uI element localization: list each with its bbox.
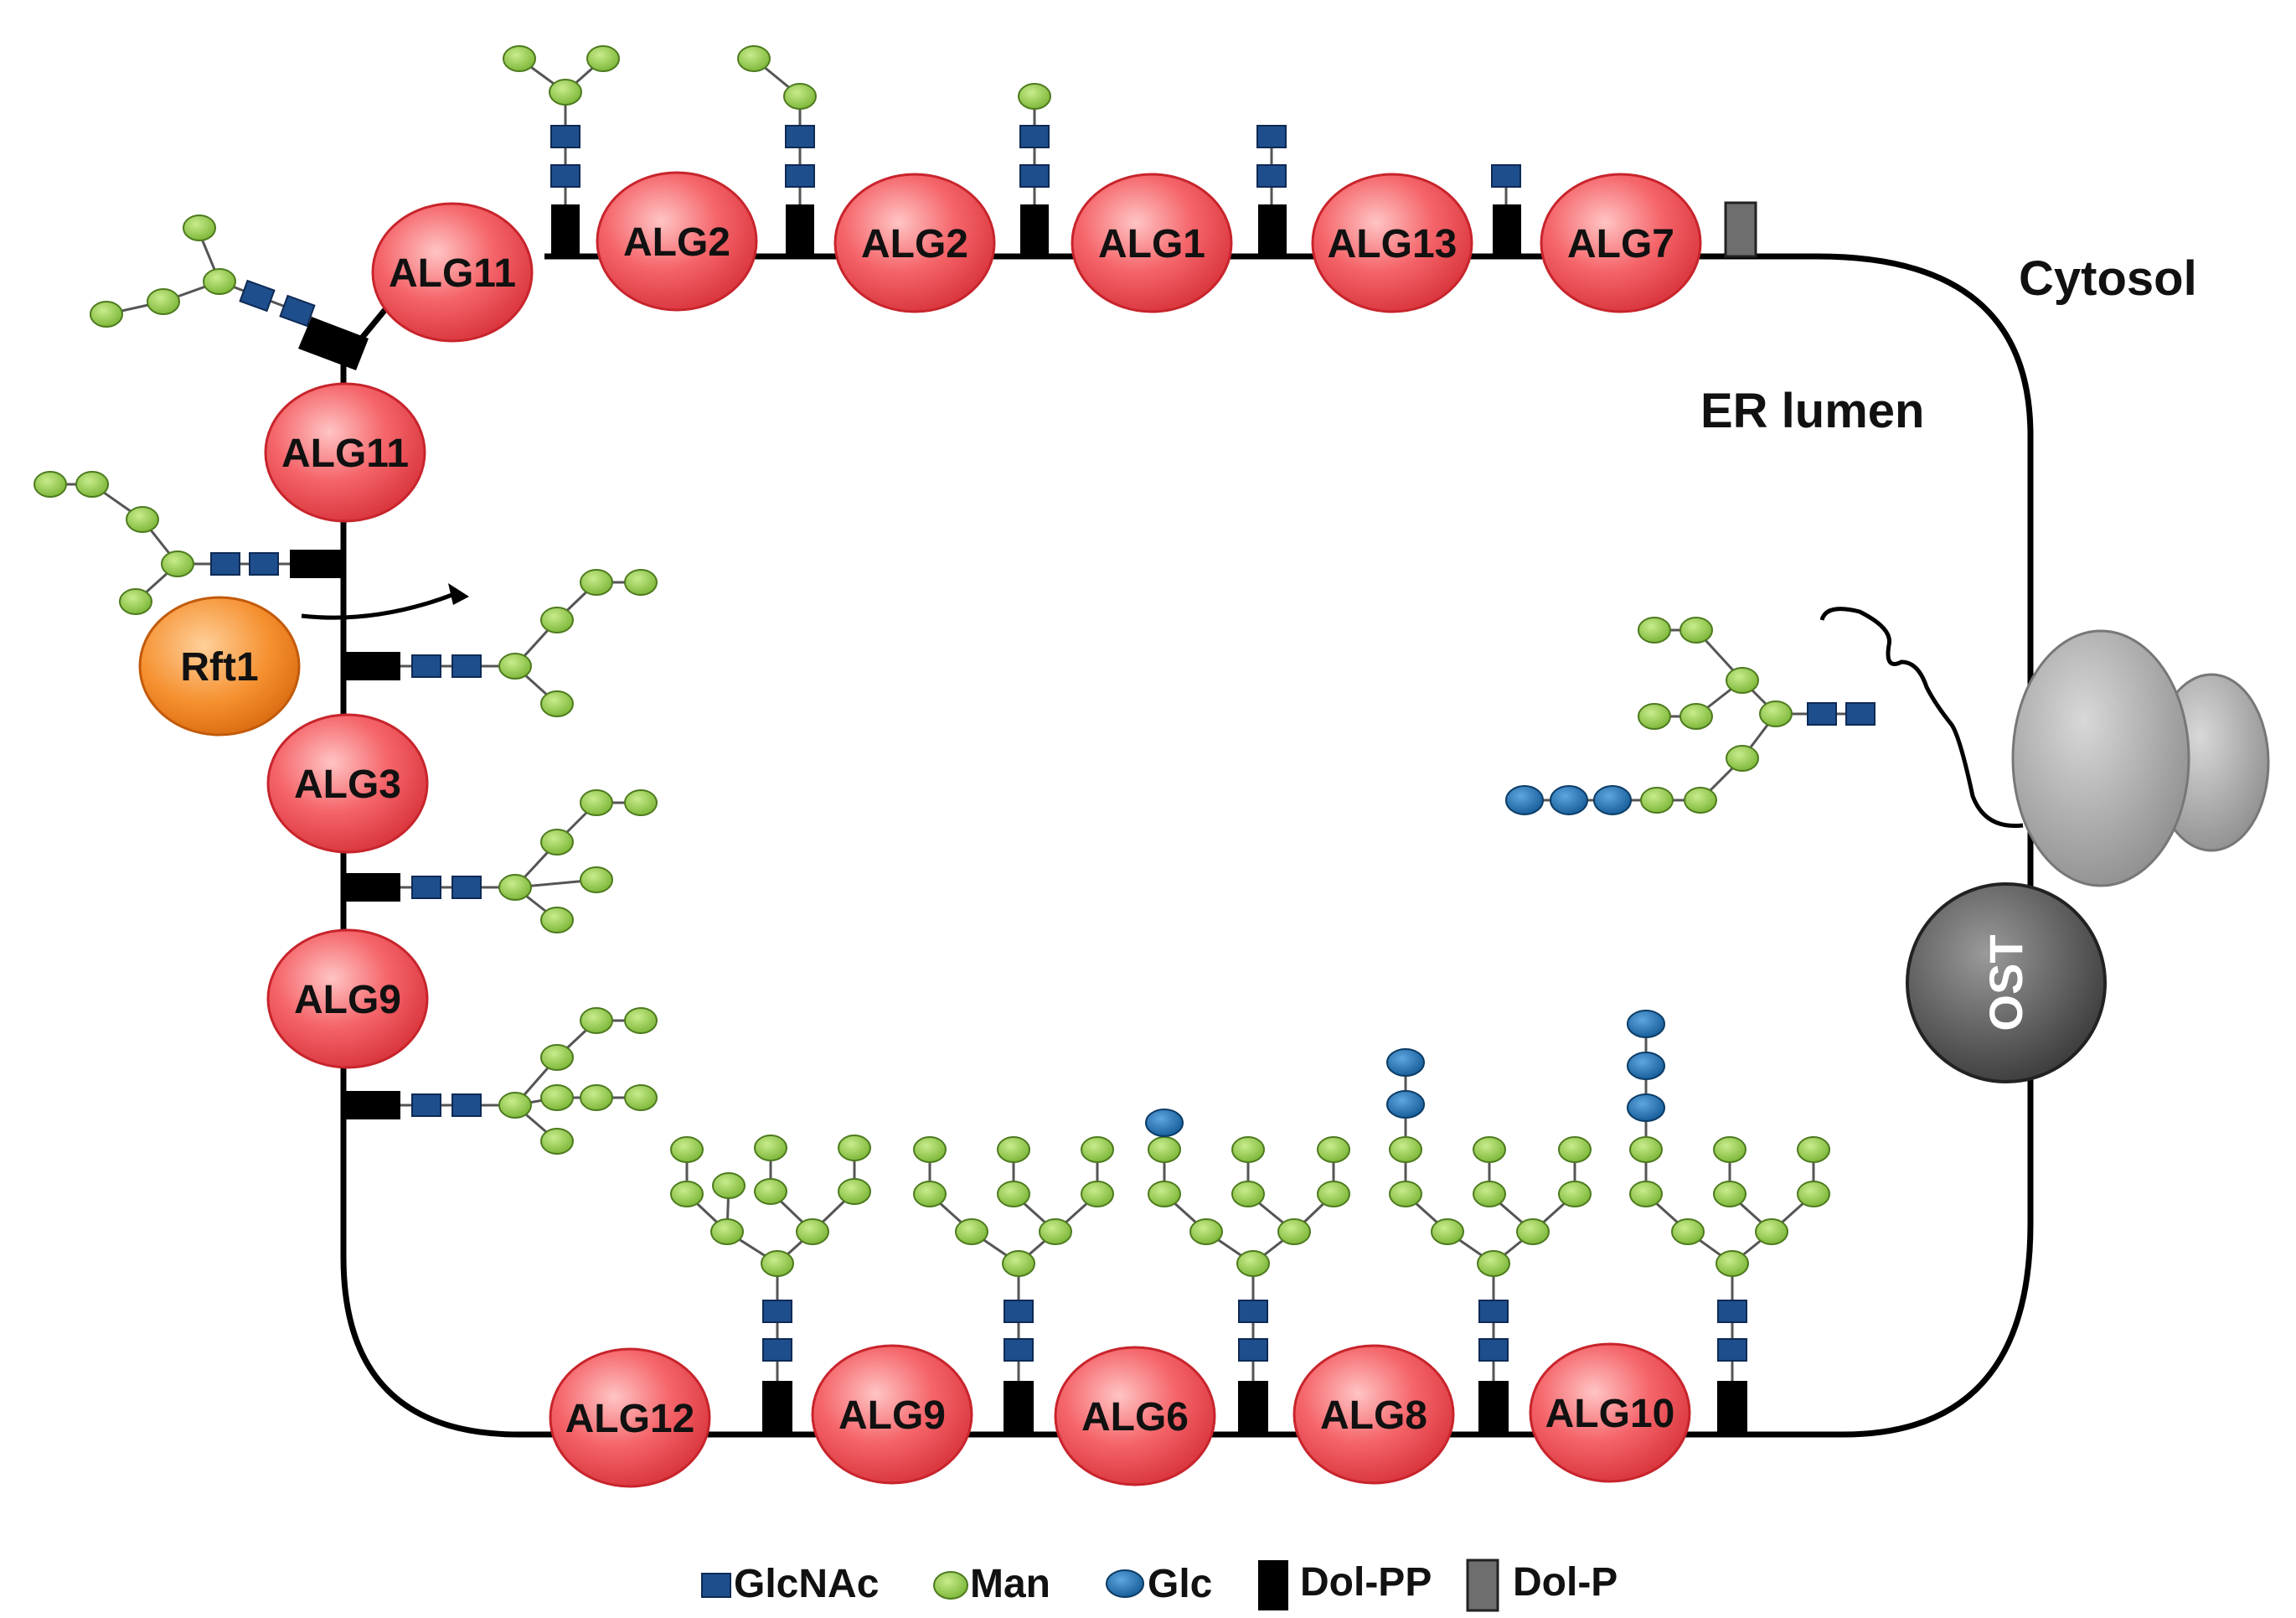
enzyme-alg10: ALG10 xyxy=(1529,1342,1691,1483)
enzyme-alg6: ALG6 xyxy=(1054,1346,1216,1486)
glcnac-residues-top xyxy=(550,125,1521,188)
transferred-glycan xyxy=(1505,617,1875,815)
flip-arrow xyxy=(301,591,457,620)
rft1-label: Rft1 xyxy=(180,645,258,690)
glcnac-legend-icon xyxy=(701,1573,731,1598)
alg11-label: ALG11 xyxy=(281,432,409,476)
enzyme-alg11-upper: ALG11 xyxy=(371,202,534,343)
enzyme-alg7: ALG7 xyxy=(1540,173,1702,313)
man-legend-label: Man xyxy=(970,1562,1050,1606)
dol-pp-anchor xyxy=(786,204,814,256)
alg11-label: ALG11 xyxy=(389,251,516,296)
alg8-label: ALG8 xyxy=(1320,1393,1427,1438)
dol-pp-anchor xyxy=(1493,204,1521,256)
mannose-residues-top xyxy=(503,45,1051,110)
enzyme-alg8: ALG8 xyxy=(1292,1344,1455,1485)
alg9-label: ALG9 xyxy=(294,978,401,1022)
glcnac-legend-label: GlcNAc xyxy=(734,1562,879,1606)
alg2-label: ALG2 xyxy=(861,222,968,266)
dol-pp-anchor xyxy=(1258,204,1287,256)
enzyme-alg13: ALG13 xyxy=(1311,173,1473,313)
alg2-label: ALG2 xyxy=(623,220,730,265)
alg10-label: ALG10 xyxy=(1545,1392,1675,1436)
alg12-label: ALG12 xyxy=(565,1397,695,1441)
ost-label: OST xyxy=(1979,934,2032,1031)
legend: GlcNAc Man Glc Dol-PP Dol-P xyxy=(701,1559,1618,1612)
dol-p-legend-icon xyxy=(1466,1559,1499,1612)
dol-pp-anchor xyxy=(1020,204,1049,256)
nascent-polypeptide xyxy=(1819,607,2024,829)
enzyme-alg2-first: ALG2 xyxy=(596,171,758,312)
dol-pp-legend-label: Dol-PP xyxy=(1300,1560,1432,1605)
dol-pp-anchor xyxy=(551,204,580,256)
dol-pp-legend-icon xyxy=(1258,1560,1288,1610)
alg7-label: ALG7 xyxy=(1567,222,1674,266)
dol-p-legend-label: Dol-P xyxy=(1513,1560,1618,1605)
alg9-label: ALG9 xyxy=(838,1393,946,1438)
glc-legend-label: Glc xyxy=(1148,1562,1212,1606)
lumen-left-glycans xyxy=(343,569,658,1155)
enzyme-alg12: ALG12 xyxy=(549,1347,711,1488)
enzyme-alg11-lower: ALG11 xyxy=(264,382,426,523)
enzymes: ALG7 ALG13 ALG1 ALG2 ALG2 ALG11 ALG11 R xyxy=(138,171,1702,1488)
dol-p-anchor xyxy=(1724,201,1757,258)
alg1-label: ALG1 xyxy=(1098,222,1205,266)
enzyme-alg9-bottom: ALG9 xyxy=(811,1344,973,1485)
enzyme-alg9-left: ALG9 xyxy=(266,928,429,1069)
man-legend-icon xyxy=(933,1571,968,1600)
alg3-label: ALG3 xyxy=(294,762,401,807)
ribosome xyxy=(2011,629,2270,887)
alg13-label: ALG13 xyxy=(1328,222,1458,266)
rft1-substrate-glycan xyxy=(34,471,343,615)
er-membrane xyxy=(340,253,2034,1438)
enzyme-alg1: ALG1 xyxy=(1071,173,1233,313)
glc-legend-icon xyxy=(1106,1569,1144,1598)
alg6-label: ALG6 xyxy=(1081,1395,1189,1440)
er-lumen-label: ER lumen xyxy=(1700,384,1925,438)
alg11-cytosolic-glycan xyxy=(90,215,369,370)
ost-complex: OST xyxy=(1906,882,2107,1083)
enzyme-alg3: ALG3 xyxy=(266,713,429,854)
enzyme-alg2-second: ALG2 xyxy=(833,173,996,313)
cytosol-label: Cytosol xyxy=(2019,251,2197,306)
enzyme-rft1: Rft1 xyxy=(138,596,301,737)
flip-arrow-head xyxy=(448,583,469,605)
lumen-bottom-glycans xyxy=(670,1010,1830,1434)
